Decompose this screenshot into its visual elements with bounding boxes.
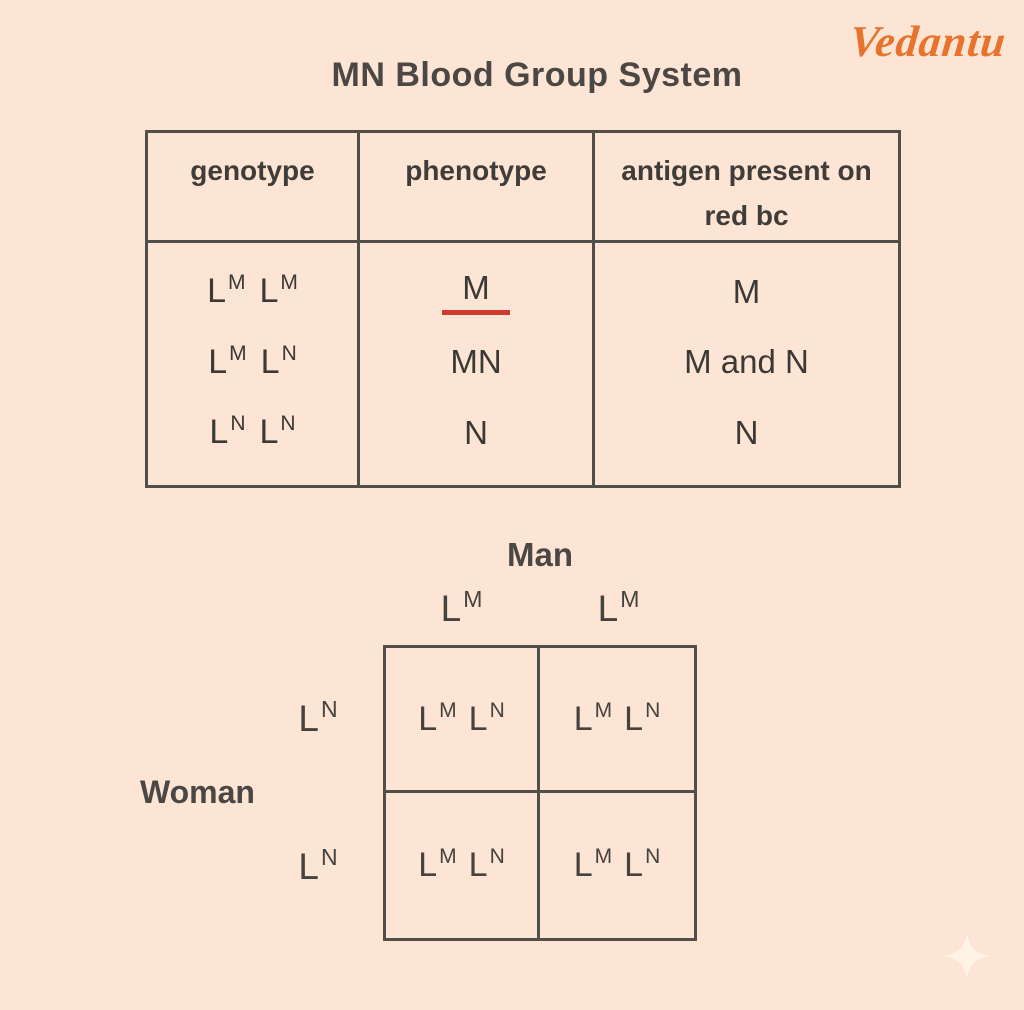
allele-superscript: M: [463, 586, 483, 612]
allele-superscript: M: [229, 341, 247, 365]
woman-label: Woman: [140, 774, 255, 810]
sparkle-icon: [943, 932, 991, 980]
phenotype-cell: MN: [450, 343, 502, 380]
allele-base: L: [624, 699, 644, 738]
phenotype-cell: M: [442, 268, 510, 316]
column-header-antigen: antigen present on red bc: [595, 133, 898, 243]
allele-superscript: M: [594, 845, 613, 868]
antigen-cell: M: [732, 272, 761, 310]
man-label: Man: [507, 536, 573, 573]
allele-superscript: N: [280, 412, 296, 435]
allele-superscript: N: [320, 696, 338, 722]
antigen-cell: N: [734, 413, 759, 451]
allele-superscript: M: [594, 698, 613, 722]
allele-base: L: [624, 846, 644, 884]
allele-superscript: M: [439, 845, 457, 868]
allele-superscript: N: [320, 844, 338, 870]
allele-base: L: [298, 698, 319, 739]
allele-superscript: M: [228, 271, 246, 294]
allele-base: L: [209, 413, 229, 451]
allele-superscript: N: [230, 412, 246, 435]
allele-base: L: [468, 699, 488, 738]
allele-base: L: [260, 342, 280, 381]
phenotype-column: M MN N: [360, 243, 595, 485]
allele-base: L: [259, 413, 279, 451]
allele-superscript: N: [645, 845, 661, 868]
allele-superscript: N: [489, 698, 505, 722]
phenotype-cell: N: [464, 413, 488, 451]
allele-base: L: [468, 846, 488, 884]
allele-base: L: [259, 272, 279, 310]
allele-base: L: [573, 699, 593, 738]
allele-superscript: M: [280, 271, 298, 294]
phenotype-value-underlined: M: [442, 269, 510, 315]
column-header-genotype: genotype: [148, 133, 360, 243]
allele-base: L: [597, 588, 619, 629]
allele-base: L: [207, 272, 226, 310]
allele-base: L: [440, 588, 462, 629]
blood-group-table: genotype phenotype antigen present on re…: [145, 130, 901, 488]
page-title: MN Blood Group System: [331, 56, 743, 94]
column-header-phenotype: phenotype: [360, 133, 595, 243]
allele-superscript: N: [489, 845, 505, 868]
allele-superscript: N: [281, 341, 297, 365]
allele-base: L: [418, 699, 438, 738]
allele-base: L: [573, 846, 593, 884]
allele-base: L: [208, 342, 228, 381]
antigen-column: M M and N N: [595, 243, 898, 485]
allele-superscript: M: [620, 586, 640, 612]
allele-base: L: [298, 846, 319, 887]
vedantu-logo: Vedantu: [847, 17, 1009, 66]
allele-superscript: N: [645, 698, 661, 722]
allele-base: L: [418, 846, 438, 884]
antigen-cell: M and N: [684, 343, 809, 380]
allele-superscript: M: [439, 698, 457, 722]
